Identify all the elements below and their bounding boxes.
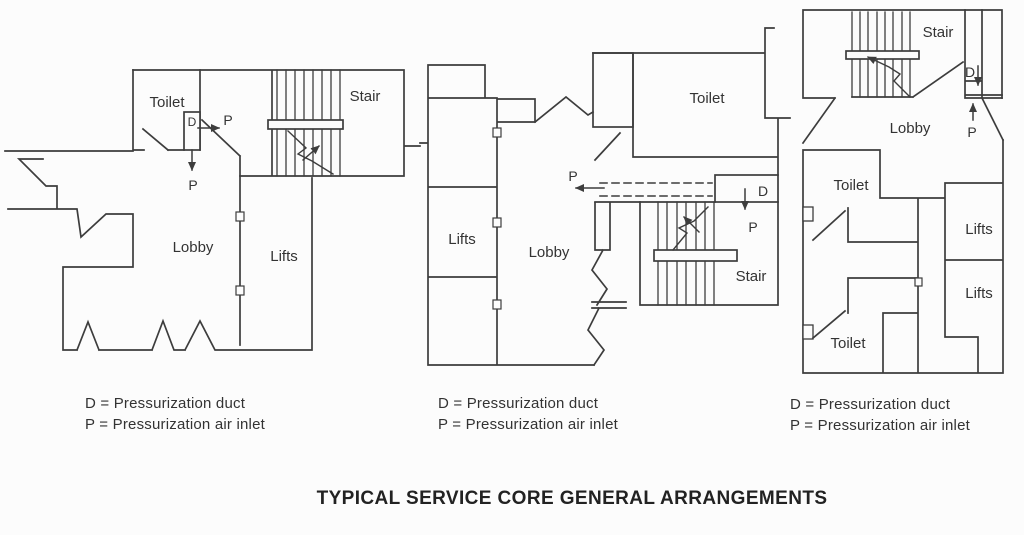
left-lifts-label: Lifts bbox=[270, 248, 298, 265]
legend-right: D = Pressurization duct P = Pressurizati… bbox=[790, 394, 970, 436]
left-stair-direction-arrow bbox=[302, 145, 320, 161]
figure-title: TYPICAL SERVICE CORE GENERAL ARRANGEMENT… bbox=[316, 488, 828, 509]
middle-stair-walls bbox=[639, 201, 779, 306]
left-inlet-marker-down: P bbox=[188, 177, 197, 193]
legend-right-duct-line: D = Pressurization duct bbox=[790, 396, 951, 413]
middle-lifts-wall-notch-3 bbox=[492, 299, 502, 310]
right-toilet-door-stub-lower bbox=[802, 324, 814, 340]
middle-stair-direction-arrow bbox=[683, 216, 700, 233]
right-lifts-upper-label: Lifts bbox=[965, 221, 993, 238]
middle-plan: Toilet Lifts Lobby Stair P D P bbox=[419, 27, 791, 367]
middle-lobby-entry-zigzag bbox=[533, 95, 595, 124]
middle-duct-marker: D bbox=[758, 183, 768, 199]
left-plan-lobby-walls bbox=[7, 118, 313, 352]
middle-duct-box bbox=[714, 174, 779, 203]
legend-middle: D = Pressurization duct P = Pressurizati… bbox=[438, 393, 618, 435]
legend-right-inlet-line: P = Pressurization air inlet bbox=[790, 417, 970, 434]
left-plan-toilet-walls bbox=[4, 69, 201, 152]
legend-middle-duct-line: D = Pressurization duct bbox=[438, 395, 599, 412]
middle-shaft-box bbox=[592, 52, 634, 128]
floor-plans: Toilet Stair Lobby Lifts D P P Toilet Li… bbox=[4, 9, 1005, 374]
left-stair-direction-line bbox=[287, 130, 334, 175]
middle-stair-direction-line bbox=[672, 206, 709, 251]
right-toilet-door-upper bbox=[811, 209, 847, 242]
left-plan: Toilet Stair Lobby Lifts D P P bbox=[4, 69, 421, 352]
left-inlet-marker-side: P bbox=[223, 112, 232, 128]
middle-stair-landing-bar bbox=[653, 249, 738, 262]
middle-toilet-label: Toilet bbox=[689, 90, 725, 107]
right-toilet-upper-label: Toilet bbox=[833, 177, 869, 194]
left-toilet-door bbox=[141, 127, 170, 152]
right-duct-walls bbox=[964, 9, 1005, 142]
right-stair-block-walls bbox=[801, 9, 1003, 145]
legend-middle-inlet-line: P = Pressurization air inlet bbox=[438, 416, 618, 433]
middle-inlet-marker-left: P bbox=[568, 168, 577, 184]
right-plan: Stair Lobby Toilet Lifts Lifts Toilet D … bbox=[801, 9, 1005, 374]
legend-left-duct-line: D = Pressurization duct bbox=[85, 395, 246, 412]
right-lobby-label: Lobby bbox=[890, 120, 931, 137]
right-lower-block-walls bbox=[802, 139, 1004, 374]
left-toilet-label: Toilet bbox=[149, 94, 185, 111]
right-stair-landing-bar bbox=[845, 50, 920, 60]
right-stair-direction-line bbox=[867, 56, 911, 98]
middle-lobby-label: Lobby bbox=[529, 244, 570, 261]
middle-lifts-wall-notch-2 bbox=[492, 217, 502, 228]
left-duct-marker: D bbox=[188, 115, 197, 129]
right-lifts-lower-label: Lifts bbox=[965, 285, 993, 302]
left-lobby-wall-notch-2 bbox=[235, 285, 245, 296]
right-toilet-door-stub-upper bbox=[802, 206, 814, 222]
middle-stair-label: Stair bbox=[736, 268, 767, 285]
right-inlet-marker: P bbox=[967, 124, 976, 140]
middle-toilet-walls bbox=[592, 27, 791, 176]
middle-duct-dashes bbox=[599, 182, 713, 197]
left-lobby-label: Lobby bbox=[173, 239, 214, 256]
middle-lifts-walls bbox=[419, 64, 595, 366]
right-duct-marker: D bbox=[965, 64, 975, 80]
right-toilet-partitions bbox=[847, 207, 918, 314]
left-plan-outer-walls bbox=[132, 69, 421, 177]
legend-left-inlet-line: P = Pressurization air inlet bbox=[85, 416, 265, 433]
middle-lobby-right-walls bbox=[586, 202, 627, 367]
right-toilet-door-lower bbox=[811, 309, 847, 340]
left-stair-label: Stair bbox=[350, 88, 381, 105]
middle-lifts-label: Lifts bbox=[448, 231, 476, 248]
right-stair-label: Stair bbox=[923, 24, 954, 41]
right-spine-wall-notch bbox=[914, 277, 923, 287]
left-lobby-wall-notch-1 bbox=[235, 211, 245, 222]
middle-inlet-marker-down: P bbox=[748, 219, 757, 235]
legend-left: D = Pressurization duct P = Pressurizati… bbox=[85, 393, 265, 435]
right-toilet-lower-label: Toilet bbox=[830, 335, 866, 352]
left-stair-landing-bar bbox=[267, 119, 344, 130]
middle-lifts-wall-notch-1 bbox=[492, 127, 502, 138]
